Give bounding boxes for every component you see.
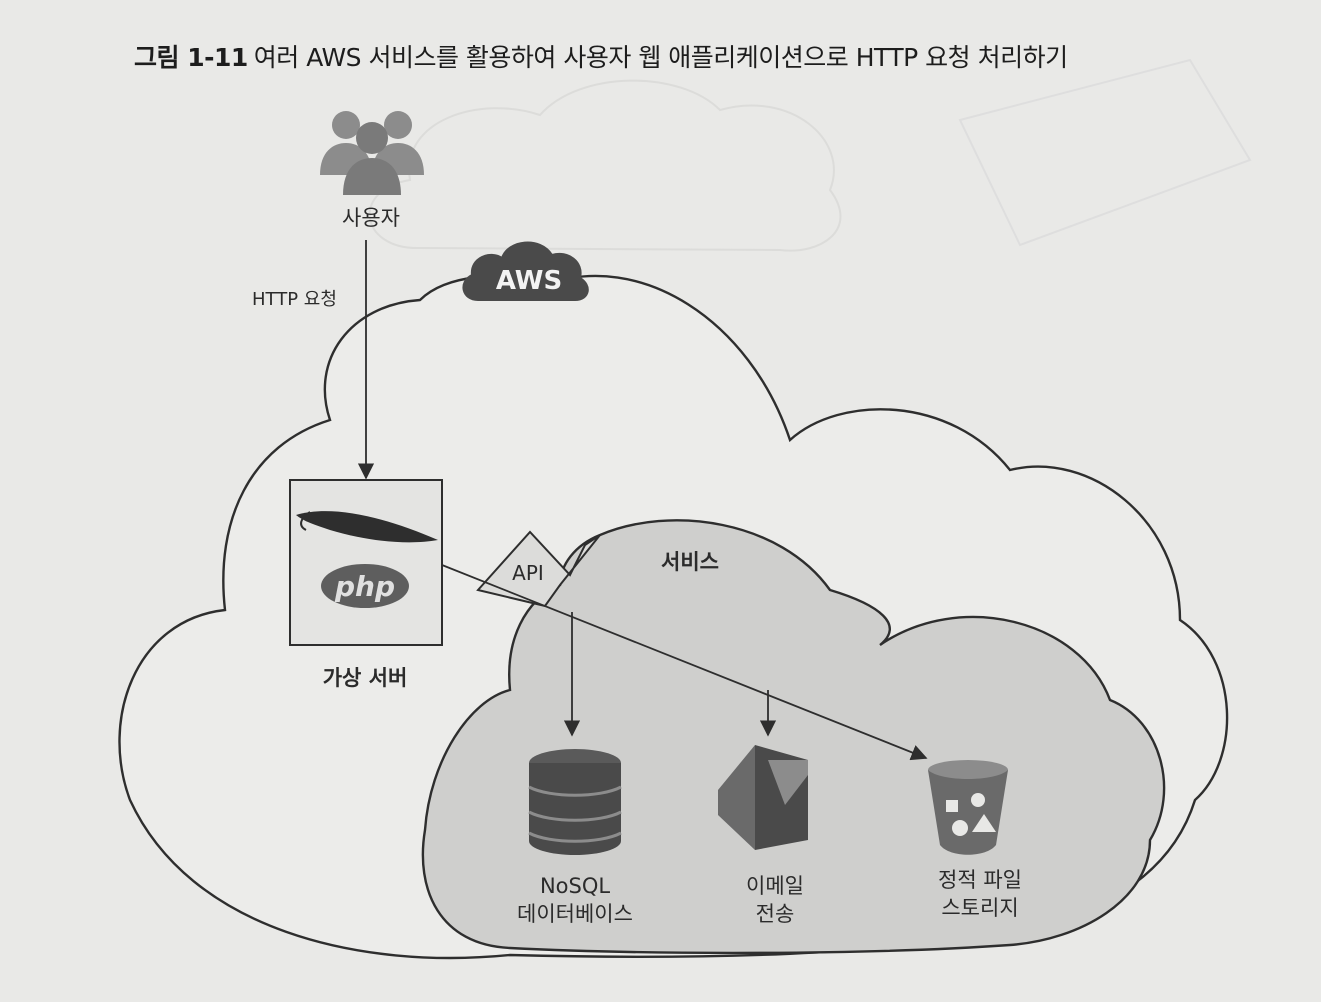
api-wedge-shape bbox=[476, 530, 601, 608]
database-icon bbox=[528, 749, 622, 855]
storage-label-line1: 정적 파일 bbox=[938, 868, 1022, 892]
http-request-label: HTTP 요청 bbox=[252, 289, 337, 310]
php-logo-icon bbox=[321, 564, 409, 608]
email-label-line1: 이메일 bbox=[746, 874, 804, 898]
aws-badge-icon bbox=[462, 241, 589, 301]
static-storage-label: 정적 파일 스토리지 bbox=[900, 866, 1060, 923]
email-service-icon bbox=[718, 745, 808, 850]
storage-label-line2: 스토리지 bbox=[941, 896, 1019, 921]
figure-number: 그림 1-11 bbox=[134, 43, 248, 72]
api-label: API bbox=[512, 561, 544, 585]
services-title: 서비스 bbox=[661, 550, 719, 574]
users-label: 사용자 bbox=[342, 206, 400, 230]
php-logo-text: php bbox=[334, 570, 396, 603]
storage-bucket-icon bbox=[928, 760, 1008, 855]
users-group-icon bbox=[320, 111, 424, 195]
nosql-label-line2: 데이터베이스 bbox=[517, 902, 633, 927]
nosql-database-label: NoSQL 데이터베이스 bbox=[495, 872, 655, 929]
apache-feather-icon bbox=[296, 511, 438, 543]
virtual-server-label: 가상 서버 bbox=[322, 666, 408, 690]
nosql-label-line1: NoSQL bbox=[539, 874, 611, 898]
virtual-server-box bbox=[289, 479, 443, 646]
figure-caption-text: 여러 AWS 서비스를 활용하여 사용자 웹 애플리케이션으로 HTTP 요청 … bbox=[253, 43, 1068, 72]
faint-background-shape bbox=[958, 58, 1252, 247]
api-to-storage-arrow bbox=[441, 564, 928, 761]
email-label-line2: 전송 bbox=[755, 902, 795, 927]
aws-badge-label: AWS bbox=[495, 266, 563, 296]
faint-background-cloud bbox=[368, 79, 842, 252]
email-service-label: 이메일 전송 bbox=[705, 872, 845, 929]
